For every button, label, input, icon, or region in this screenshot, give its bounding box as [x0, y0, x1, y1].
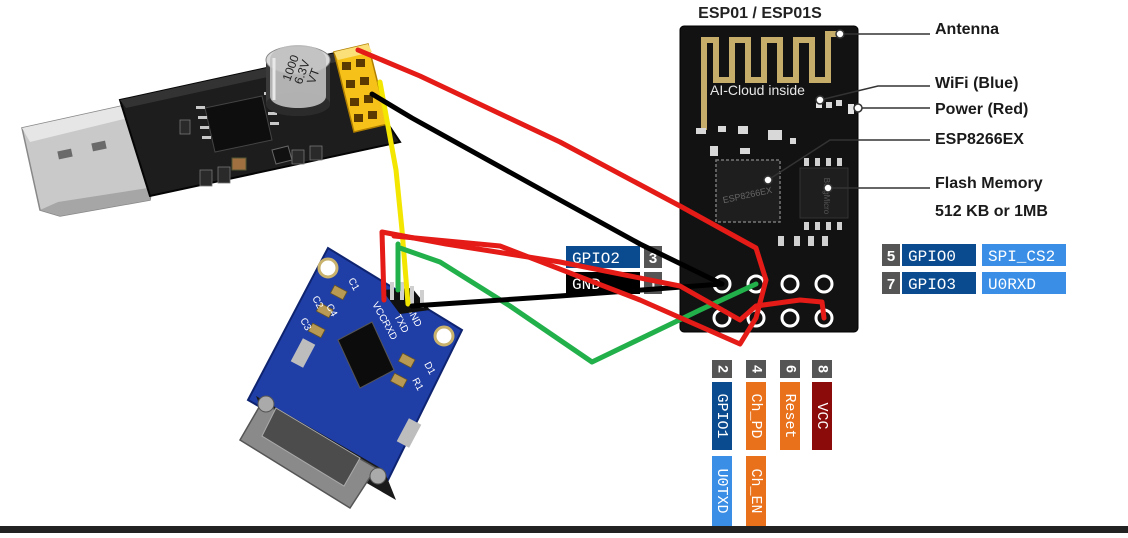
pin-3-name: GPIO2	[572, 250, 620, 268]
pin-label-5: 5 GPIO0 SPI_CS2	[882, 244, 1066, 266]
pin-4-num: 4	[749, 365, 765, 373]
pin-7-alt: U0RXD	[988, 276, 1036, 294]
pin-6-num: 6	[783, 365, 799, 373]
usb-plug	[21, 105, 182, 217]
pin-8-num: 8	[815, 365, 831, 373]
module-title: ESP01 / ESP01S	[698, 5, 822, 22]
pin-label-7: 7 GPIO3 U0RXD	[882, 272, 1066, 294]
pin-label-8: 8 VCC	[812, 360, 832, 450]
callout-flash-size: 512 KB or 1MB	[935, 203, 1048, 220]
pin-4-name: Ch_PD	[747, 393, 764, 438]
pin-hole-6	[780, 308, 800, 328]
callout-power-led: Power (Red)	[935, 101, 1028, 118]
usb-serial-adapter: 1000 6.3V VT	[21, 43, 402, 217]
adapter-ic	[196, 92, 279, 153]
callout-chip: ESP8266EX	[935, 131, 1024, 148]
antenna-trace	[701, 31, 844, 130]
esp8266-chip: ESP8266EX	[715, 159, 781, 223]
callout-antenna: Antenna	[935, 21, 999, 38]
flash-chip-marking: BergMicro	[822, 178, 831, 215]
rs232-label-c2: C2	[309, 294, 325, 311]
flash-chip: BergMicro	[799, 158, 849, 230]
wire-yellow	[377, 79, 411, 307]
rs232-label-r1: R1	[409, 376, 425, 393]
pin-5-name: GPIO0	[908, 248, 956, 266]
callout-flash: Flash Memory	[935, 175, 1043, 192]
pin-3-num: 3	[649, 250, 657, 267]
db9-connector	[238, 338, 422, 510]
wires	[355, 47, 827, 365]
wire-black-1	[369, 91, 725, 287]
pin-hole-5	[780, 274, 800, 294]
callouts	[767, 33, 930, 189]
callout-wifi-led: WiFi (Blue)	[935, 75, 1018, 92]
pin-4-alt: Ch_EN	[747, 468, 764, 513]
module-silkscreen: AI-Cloud inside	[710, 82, 805, 98]
rs232-board: VCC GND TXD RXD C1 C2 C3 C4 R1 D1	[238, 246, 464, 510]
power-led	[848, 104, 854, 114]
pin-2-alt: U0TXD	[713, 468, 730, 513]
pin-2-name: GPIO1	[713, 393, 730, 438]
pin-label-6: 6 Reset	[780, 360, 800, 450]
pin-label-2: 2 GPIO1 U0TXD	[712, 360, 732, 526]
capacitor-label-3: VT	[304, 66, 323, 86]
rs232-label-d1: D1	[421, 360, 437, 377]
pin-label-4: 4 Ch_PD Ch_EN	[746, 360, 766, 526]
wire-green	[395, 241, 759, 365]
rs232-label-c3: C3	[297, 316, 313, 333]
bottom-rule	[0, 526, 1128, 533]
wire-red-1	[355, 47, 769, 321]
pin-2-num: 2	[715, 365, 731, 373]
pin-7-num: 7	[887, 276, 895, 293]
pin-5-num: 5	[887, 248, 895, 265]
rs232-label-c4: C4	[323, 302, 339, 319]
pin-1-num: 1	[649, 276, 657, 293]
rs232-label-c1: C1	[345, 276, 361, 293]
pin-hole-7	[814, 274, 834, 294]
pin-5-alt: SPI_CS2	[988, 248, 1055, 266]
pin-8-name: VCC	[813, 402, 830, 429]
wire-black-2	[409, 281, 725, 309]
callout-dots	[763, 29, 863, 193]
capacitor: 1000 6.3V VT	[265, 45, 331, 116]
wire-red-2	[379, 229, 827, 323]
pin-6-name: Reset	[781, 393, 798, 438]
pin-7-name: GPIO3	[908, 276, 956, 294]
wire-red-3	[391, 233, 759, 347]
